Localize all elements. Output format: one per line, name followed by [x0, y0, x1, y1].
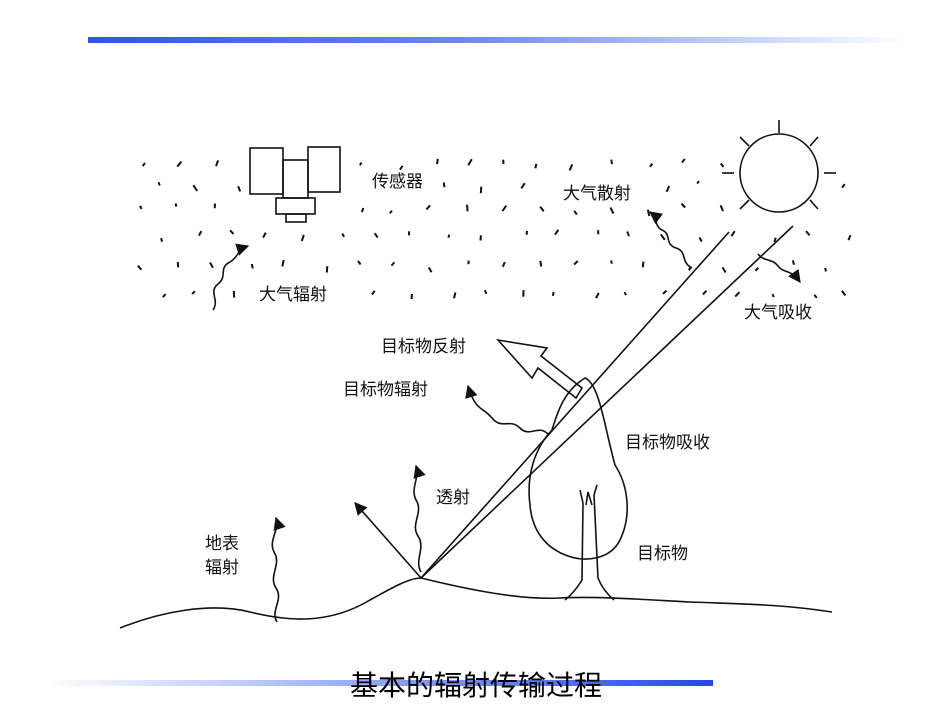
transmission-arrow	[413, 464, 426, 573]
atmosphere-scatter-arrow	[648, 211, 693, 269]
label-transmission: 透射	[436, 488, 470, 508]
target-radiation-arrow	[465, 384, 549, 435]
label-target-reflection: 目标物反射	[381, 337, 466, 357]
label-target-absorption: 目标物吸收	[625, 433, 710, 453]
ground-terrain	[119, 577, 833, 629]
label-atmosphere-scatter: 大气散射	[563, 184, 631, 204]
ground-reflection-arrow	[354, 502, 422, 579]
satellite-icon	[249, 146, 341, 223]
label-atmosphere-absorption: 大气吸收	[744, 303, 812, 323]
tree-trunk	[564, 484, 615, 601]
atmosphere-radiation-arrow	[212, 243, 250, 311]
label-sensor: 传感器	[372, 172, 423, 192]
label-atmosphere-radiation: 大气辐射	[259, 285, 327, 305]
label-target-radiation: 目标物辐射	[343, 380, 428, 400]
label-surface-radiation-line2: 辐射	[205, 558, 239, 578]
diagram-caption: 基本的辐射传输过程	[350, 669, 603, 702]
top-gradient-bar	[88, 37, 908, 43]
tree-canopy	[528, 377, 628, 560]
solar-beam	[420, 225, 794, 579]
bottom-gradient-bar	[45, 680, 713, 686]
reflection-arrow	[495, 338, 584, 400]
atmosphere-absorption-arrow	[757, 253, 801, 284]
sun-icon	[722, 120, 836, 213]
atmosphere-particles	[137, 158, 852, 300]
label-target: 目标物	[637, 544, 688, 564]
surface-radiation-arrow	[271, 516, 286, 623]
label-surface-radiation-line1: 地表	[205, 534, 239, 554]
